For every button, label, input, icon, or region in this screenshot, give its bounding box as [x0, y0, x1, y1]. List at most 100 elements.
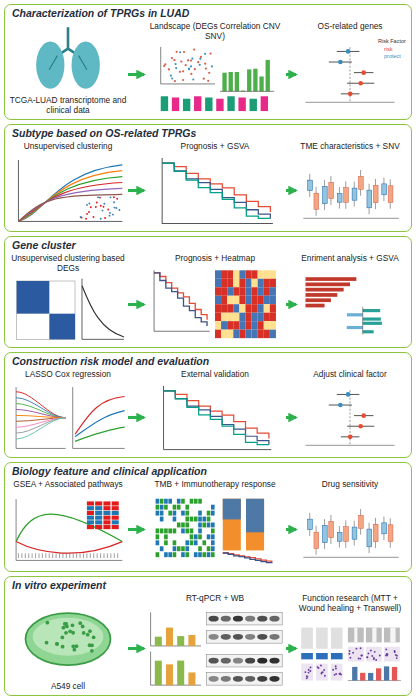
result-thumbnail: [297, 265, 403, 345]
plot-mark: [187, 59, 189, 61]
plot-mark: [245, 634, 255, 640]
plot-mark: [252, 270, 258, 278]
plot-mark: [239, 270, 245, 278]
plot-mark: [16, 409, 66, 417]
plot-mark: [233, 329, 239, 337]
plot-mark: [174, 63, 176, 65]
process-step: Landscape (DEGs Correlation CNV SNV): [145, 21, 285, 116]
process-step: TME characteristics + SNV: [297, 141, 403, 228]
plot-mark: [16, 415, 66, 417]
plot-mark: [62, 553, 63, 558]
plot-mark: [93, 216, 95, 218]
plot-mark: [36, 41, 64, 88]
plot-mark: [227, 270, 233, 278]
plot-mark: [340, 674, 342, 676]
plot-mark: [202, 522, 206, 527]
plot-mark: [162, 163, 270, 218]
plot-mark: [103, 205, 105, 207]
plot-mark: [16, 403, 66, 417]
plot-mark: [348, 91, 353, 96]
plot-mark: [227, 287, 233, 295]
plot-mark: [221, 312, 227, 320]
plot-mark: [367, 529, 372, 547]
plot-mark: [348, 647, 364, 662]
plot-mark: [258, 329, 264, 337]
result-thumbnail: [297, 33, 403, 117]
section-heading: In vitro experiment: [12, 579, 106, 591]
plot-mark: [270, 270, 276, 278]
plot-mark: [245, 312, 251, 320]
plot-mark: [114, 553, 115, 558]
plot-mark: [80, 216, 82, 218]
plot-mark: [246, 498, 264, 550]
plot-mark: [42, 553, 43, 558]
plot-mark: [318, 667, 320, 669]
flow-arrow: [128, 73, 144, 76]
plot-mark: [382, 522, 387, 533]
plot-mark: [193, 48, 195, 50]
process-step: TCGA-LUAD transcriptome and clinical dat…: [9, 21, 127, 116]
plot-mark: [221, 615, 231, 621]
plot-mark: [320, 665, 322, 667]
plot-mark: [95, 501, 102, 505]
plot-mark: [112, 501, 119, 505]
plot-mark: [164, 534, 168, 539]
plot-mark: [379, 654, 381, 656]
plot-mark: [199, 64, 201, 66]
plot-mark: [270, 329, 276, 337]
plot-mark: [227, 304, 233, 312]
plot-mark: [103, 510, 110, 514]
plot-mark: [258, 312, 264, 320]
plot-mark: [156, 528, 160, 533]
plot-mark: [168, 498, 172, 503]
plot-mark: [183, 99, 190, 111]
section-band: Construction risk model and evaluationLA…: [4, 352, 412, 458]
plot-mark: [367, 190, 372, 208]
plot-mark: [252, 304, 258, 312]
plot-mark: [62, 626, 66, 630]
plot-mark: [308, 180, 313, 190]
section-heading: Construction risk model and evaluation: [12, 355, 209, 367]
plot-mark: [26, 613, 111, 665]
result-thumbnail: [145, 605, 285, 693]
result-thumbnail: [9, 381, 127, 455]
plot-mark: [245, 329, 251, 337]
step-label: GSEA + Associated pathways: [9, 479, 127, 491]
plot-mark: [252, 278, 258, 286]
plot-mark: [179, 51, 181, 53]
plot-mark: [173, 528, 177, 533]
plot-mark: [207, 546, 211, 551]
plot-mark: [188, 67, 190, 69]
plot-mark: [211, 504, 215, 509]
plot-mark: [72, 41, 100, 88]
result-thumbnail: [9, 491, 127, 569]
plot-mark: [363, 330, 374, 333]
plot-mark: [316, 664, 328, 681]
plot-mark: [95, 506, 102, 510]
plot-mark: [191, 57, 193, 59]
plot-mark: [305, 293, 337, 297]
plot-mark: [190, 516, 194, 521]
plot-mark: [362, 306, 363, 334]
process-step: Adjust clinical factor: [297, 369, 403, 454]
plot-mark: [308, 519, 313, 529]
step-label: A549 cell: [9, 681, 127, 693]
plot-mark: [358, 176, 363, 189]
process-step: Drug sensitivity: [297, 479, 403, 568]
plot-mark: [215, 270, 221, 278]
plot-mark: [221, 304, 227, 312]
plot-mark: [112, 525, 119, 529]
plot-mark: [316, 653, 328, 659]
plot-mark: [185, 510, 189, 515]
step-label: Unsupervised clustering: [9, 141, 127, 153]
plot-mark: [261, 96, 268, 111]
plot-mark: [156, 498, 160, 503]
plot-mark: [258, 278, 264, 286]
plot-mark: [18, 170, 122, 221]
plot-mark: [90, 649, 94, 653]
section-band: Subtype based on OS-related TPRGsUnsuper…: [4, 124, 412, 232]
plot-mark: [61, 645, 65, 649]
step-label: Prognosis + Heatmap: [145, 253, 285, 265]
process-step: LASSO Cox regression: [9, 369, 127, 454]
plot-mark: [18, 176, 122, 221]
